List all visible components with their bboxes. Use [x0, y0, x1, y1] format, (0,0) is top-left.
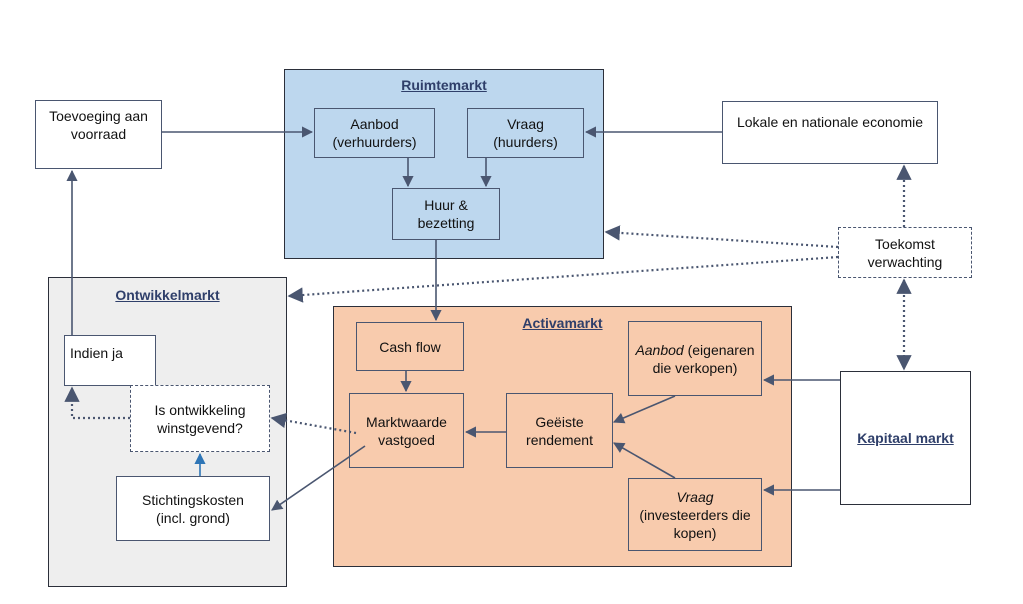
toevoeging-voorraad-node: Toevoeging aan voorraad — [35, 100, 162, 169]
kapitaal-markt-label: Kapitaal markt — [857, 430, 954, 446]
dotted-toekomst-to-ontwikkelmarkt — [287, 255, 839, 303]
winstgevend-label: Is ontwikkeling winstgevend? — [154, 401, 246, 436]
vraag-emphasis: Vraag — [676, 488, 714, 505]
aanbod-eigenaren-label: Aanbod (eigenaren die verkopen) — [635, 341, 754, 377]
marktwaarde-label: Marktwaarde vastgoed — [366, 413, 447, 448]
toekomst-verwachting-label: Toekomst verwachting — [867, 235, 943, 270]
cash-flow-node: Cash flow — [356, 322, 464, 371]
huur-bezetting-label: Huur & bezetting — [417, 197, 475, 231]
vraag-investeerders-label: Vraag (investeerders die kopen) — [639, 488, 750, 542]
vraag-investeerders-node: Vraag (investeerders die kopen) — [628, 478, 762, 551]
ruimtemarkt-title: Ruimtemarkt — [401, 77, 487, 93]
geeiste-rendement-label: Geëiste rendement — [526, 413, 593, 448]
aanbod-eigenaren-node: Aanbod (eigenaren die verkopen) — [628, 321, 762, 396]
vraag-huurders-node: Vraag (huurders) — [467, 108, 584, 158]
marktwaarde-node: Marktwaarde vastgoed — [349, 393, 464, 468]
toekomst-verwachting-node: Toekomst verwachting — [838, 227, 972, 278]
aanbod-emphasis: Aanbod — [635, 341, 684, 358]
aanbod-rest: (eigenaren die verkopen) — [652, 341, 755, 376]
geeiste-rendement-node: Geëiste rendement — [506, 393, 613, 468]
lokale-economie-label: Lokale en nationale economie — [736, 114, 924, 130]
toevoeging-voorraad-label: Toevoeging aan voorraad — [49, 108, 148, 142]
vraag-huurders-label: Vraag (huurders) — [493, 116, 558, 150]
vraag-rest: (investeerders die kopen) — [639, 506, 751, 541]
activamarkt-title: Activamarkt — [522, 315, 603, 331]
kapitaal-markt-node: Kapitaal markt — [840, 371, 971, 505]
indien-ja-label: Indien ja — [70, 345, 123, 361]
stichtingskosten-node: Stichtingskosten (incl. grond) — [116, 476, 270, 541]
dotted-toekomst-to-ruimtemarkt — [604, 225, 839, 249]
stichtingskosten-label: Stichtingskosten (incl. grond) — [142, 491, 244, 526]
aanbod-verhuurders-label: Aanbod (verhuurders) — [332, 116, 417, 150]
ontwikkelmarkt-title: Ontwikkelmarkt — [115, 287, 220, 303]
aanbod-verhuurders-node: Aanbod (verhuurders) — [314, 108, 435, 158]
winstgevend-node: Is ontwikkeling winstgevend? — [130, 385, 270, 452]
huur-bezetting-node: Huur & bezetting — [392, 188, 500, 240]
lokale-economie-node: Lokale en nationale economie — [722, 101, 938, 164]
cash-flow-label: Cash flow — [379, 338, 441, 355]
indien-ja-node: Indien ja — [64, 335, 156, 386]
